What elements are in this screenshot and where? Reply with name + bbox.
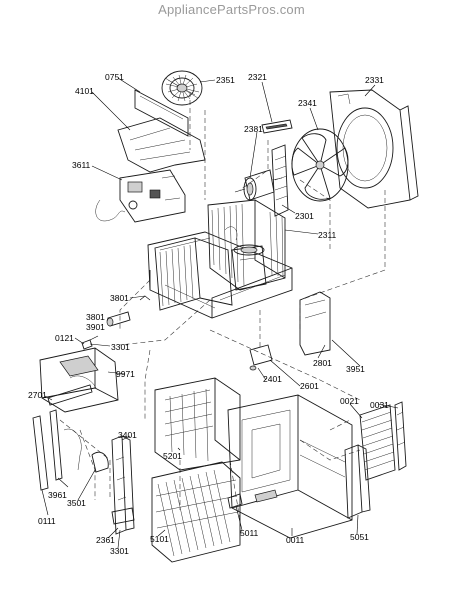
air-filter-5201 xyxy=(154,377,241,471)
callout-3901: 3901 xyxy=(86,322,105,332)
blower-wheel xyxy=(161,70,203,106)
callout-2801: 2801 xyxy=(313,358,332,368)
callout-2381: 2381 xyxy=(244,124,263,134)
callout-2311: 2311 xyxy=(318,230,337,240)
callout-9971: 9971 xyxy=(116,369,135,379)
callout-5051: 5051 xyxy=(350,532,369,542)
side-panel-2801 xyxy=(299,291,331,356)
watermark: AppliancePartsPros.com xyxy=(158,2,305,17)
callout-3801-lower: 3801 xyxy=(86,312,105,322)
top-panel-0751 xyxy=(134,89,189,137)
callout-5201: 5201 xyxy=(163,451,182,461)
callout-2321: 2321 xyxy=(248,72,267,82)
side-seals xyxy=(32,409,109,491)
accordion-curtain-0021 xyxy=(359,401,407,481)
compressor xyxy=(224,226,267,291)
callout-4101: 4101 xyxy=(75,86,94,96)
callout-3301-lower: 3301 xyxy=(110,546,129,556)
bracket-2321 xyxy=(261,119,293,134)
front-grille-5101 xyxy=(151,461,241,563)
callout-3611: 3611 xyxy=(72,160,91,170)
callout-2301: 2301 xyxy=(295,211,314,221)
capacitor-3801 xyxy=(106,295,151,327)
callout-3801-upper: 3801 xyxy=(110,293,129,303)
callout-0121: 0121 xyxy=(55,333,74,343)
callout-3301-upper: 3301 xyxy=(111,342,130,352)
fastener-0121 xyxy=(81,335,99,350)
callout-2701: 2701 xyxy=(28,390,47,400)
leader-lines xyxy=(41,77,399,549)
callout-5101: 5101 xyxy=(150,534,169,544)
callout-0031: 0031 xyxy=(370,400,389,410)
callout-0021: 0021 xyxy=(340,396,359,406)
callout-3951: 3951 xyxy=(346,364,365,374)
callout-3401: 3401 xyxy=(118,430,137,440)
strip-2701 xyxy=(47,384,93,406)
callout-2351: 2351 xyxy=(216,75,235,85)
callout-0751: 0751 xyxy=(105,72,124,82)
callout-labels: 0751 2351 2321 2331 4101 2341 2381 3611 … xyxy=(28,72,389,556)
callout-0011: 0011 xyxy=(286,535,305,545)
side-curtain-5051 xyxy=(344,444,371,519)
vertical-rails-3401 xyxy=(111,435,135,535)
callout-3501: 3501 xyxy=(67,498,86,508)
condenser-fan-2341 xyxy=(291,128,349,202)
clip-5011 xyxy=(227,493,243,509)
drain-pan-9971 xyxy=(39,347,119,413)
callout-5011: 5011 xyxy=(240,528,259,538)
control-assembly-3611 xyxy=(95,169,186,223)
callout-2341: 2341 xyxy=(298,98,317,108)
front-panel-0011 xyxy=(227,394,353,539)
evaporator-coil xyxy=(154,237,233,311)
callout-2401: 2401 xyxy=(263,374,282,384)
callout-3961: 3961 xyxy=(48,490,67,500)
fan-motor-2381 xyxy=(234,169,283,201)
fan-shroud-2331 xyxy=(329,89,419,209)
callout-2361: 2361 xyxy=(96,535,115,545)
cover-4101 xyxy=(117,117,206,173)
assembly-guide-lines xyxy=(59,92,386,521)
callout-2601: 2601 xyxy=(300,381,319,391)
callout-2331: 2331 xyxy=(365,75,384,85)
motor-bracket-2301 xyxy=(271,144,289,217)
small-parts-2401 xyxy=(249,344,273,371)
callout-0111: 0111 xyxy=(38,516,56,526)
